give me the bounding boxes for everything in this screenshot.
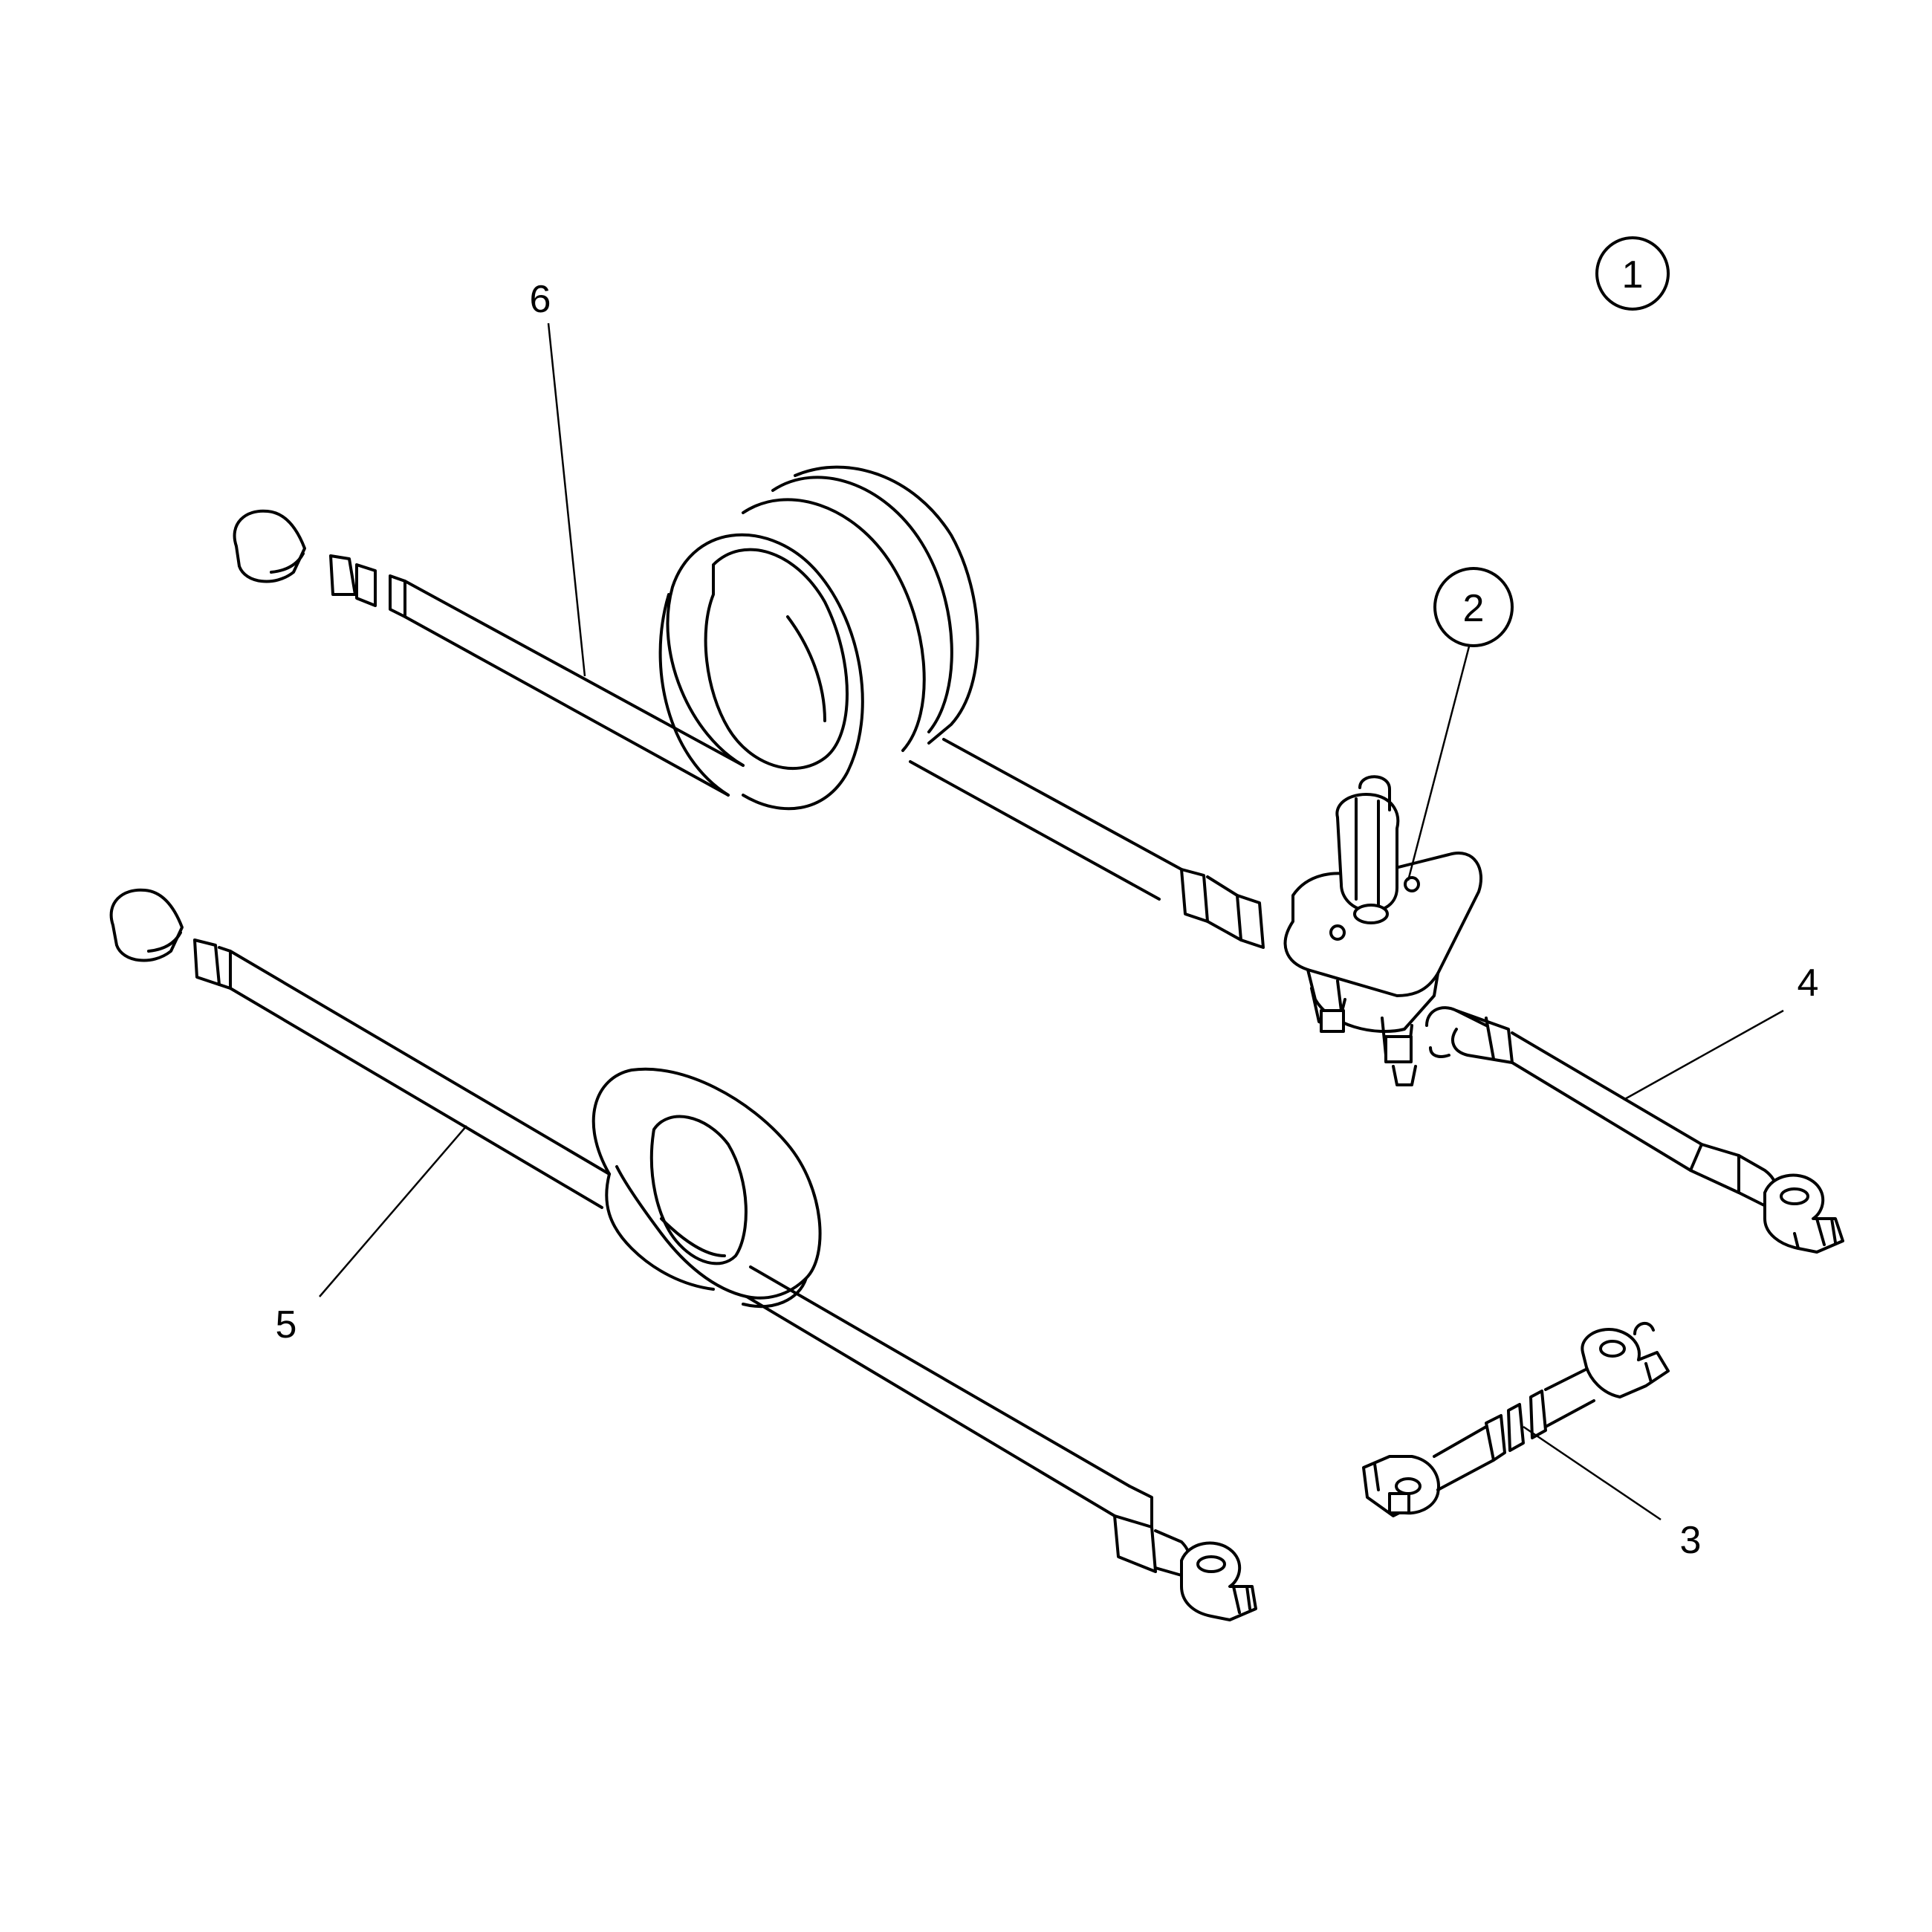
cable-6 <box>233 465 1265 949</box>
leader-3 <box>1523 1425 1662 1521</box>
cable-5-terminal-clamp <box>1180 1541 1257 1621</box>
cable-4 <box>1425 1006 1844 1254</box>
leader-lines <box>319 322 1784 1521</box>
cable-6-ferrule <box>329 554 357 596</box>
cable-5 <box>109 888 1257 1621</box>
cable-6-coil-outer <box>666 533 864 811</box>
cable-6-terminal-boot <box>233 509 306 583</box>
callout-1-label: 1 <box>1622 253 1644 296</box>
callout-1: 1 <box>1595 236 1670 311</box>
callout-3: 3 <box>1680 1519 1702 1562</box>
jumper-cable-3 <box>1362 1322 1670 1517</box>
leader-6 <box>547 322 586 677</box>
callout-4: 4 <box>1798 962 1819 1005</box>
cable-4-terminal-clamp <box>1763 1173 1844 1254</box>
callout-6: 6 <box>530 278 551 321</box>
callout-5-label: 5 <box>276 1303 297 1346</box>
leader-5 <box>319 1125 467 1297</box>
switch-key <box>1335 793 1400 913</box>
jumper-3-right-clamp <box>1581 1328 1670 1398</box>
cable-5-terminal-boot <box>109 888 184 962</box>
cable-5-coil <box>591 1067 822 1300</box>
leader-2 <box>1407 646 1471 881</box>
callout-4-label: 4 <box>1798 962 1819 1005</box>
callout-2: 2 <box>1433 567 1514 647</box>
callout-5: 5 <box>276 1303 297 1346</box>
callout-6-label: 6 <box>530 278 551 321</box>
leader-4 <box>1623 1009 1784 1101</box>
callout-3-label: 3 <box>1680 1519 1702 1562</box>
callout-2-label: 2 <box>1463 587 1485 630</box>
battery-switch-2 <box>1283 775 1483 1086</box>
switch-terminal-studs <box>1310 987 1417 1086</box>
